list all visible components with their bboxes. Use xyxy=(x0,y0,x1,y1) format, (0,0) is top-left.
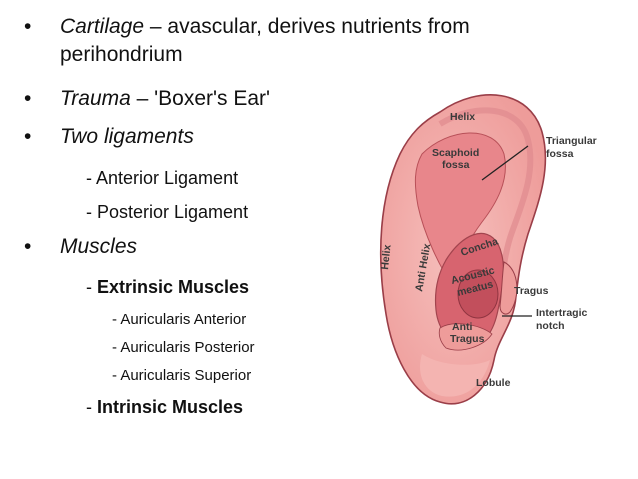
extrinsic-item: - Auricularis Anterior xyxy=(112,311,247,328)
label-scaphoid-fossa: fossa xyxy=(442,159,470,171)
extrinsic-heading: - Extrinsic Muscles xyxy=(86,277,250,297)
bullet-icon: • xyxy=(24,125,32,148)
acoustic-meatus-region xyxy=(457,269,499,319)
bullet-icon: • xyxy=(24,87,32,110)
bullet-text: Trauma – 'Boxer's Ear' xyxy=(60,87,271,110)
ear-diagram: Helix Scaphoid fossa Triangular fossa He… xyxy=(379,94,597,405)
intrinsic-heading: - Intrinsic Muscles xyxy=(86,397,244,417)
label-helix-top: Helix xyxy=(450,111,475,123)
bullet-text: Two ligaments xyxy=(60,125,194,148)
ligament-item: - Anterior Ligament xyxy=(86,168,239,188)
label-intertragic-notch: notch xyxy=(536,320,565,332)
tragus-region xyxy=(499,261,518,315)
label-lobule: Lobule xyxy=(476,377,511,389)
label-triangular: Triangular xyxy=(546,135,597,147)
label-helix-side: Helix xyxy=(379,244,394,270)
label-anti-tragus: Anti xyxy=(452,321,472,333)
helix-rim xyxy=(438,107,534,299)
extrinsic-item: - Auricularis Posterior xyxy=(112,339,255,356)
label-tragus: Tragus xyxy=(514,285,549,297)
label-scaphoid: Scaphoid xyxy=(432,147,479,159)
bullet-text: Muscles xyxy=(60,235,138,258)
label-intertragic: Intertragic xyxy=(536,307,588,319)
antitragus-region xyxy=(438,323,493,351)
bullet-icon: • xyxy=(24,15,32,38)
ligament-item: - Posterior Ligament xyxy=(86,202,249,222)
label-anti-tragus-2: Tragus xyxy=(450,333,485,345)
triangular-fossa-leader xyxy=(481,145,529,181)
lobule-region xyxy=(420,354,490,397)
bullet-icon: • xyxy=(24,235,32,258)
bullet-text-continued: perihondrium xyxy=(60,43,183,66)
label-triangular-fossa: fossa xyxy=(546,148,574,160)
bullet-text: Cartilage – avascular, derives nutrients… xyxy=(60,15,470,38)
extrinsic-item: - Auricularis Superior xyxy=(112,367,252,384)
